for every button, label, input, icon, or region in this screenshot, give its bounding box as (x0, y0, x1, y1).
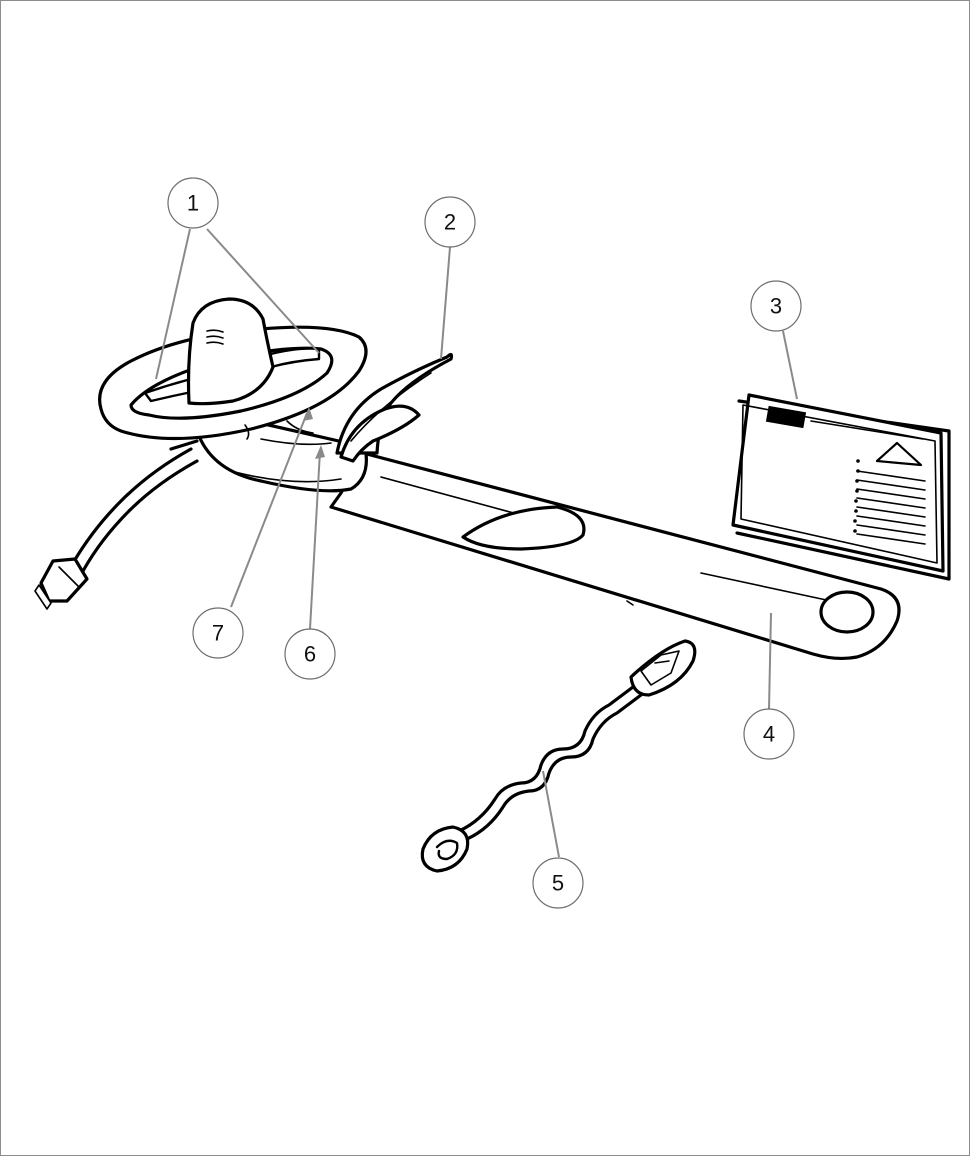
callout-5-label: 5 (552, 871, 564, 896)
callout-3-label: 3 (770, 294, 782, 319)
callout-1-label: 1 (187, 191, 199, 216)
callout-5: 5 (533, 858, 583, 908)
callout-6: 6 (285, 629, 335, 679)
callout-2: 2 (425, 197, 475, 247)
probe-cable-part (422, 641, 695, 871)
callout-2-label: 2 (444, 210, 456, 235)
usb-cable-part (35, 449, 197, 609)
callout-3: 3 (751, 281, 801, 331)
booklet-part (733, 395, 949, 579)
callout-4: 4 (744, 709, 794, 759)
callout-4-label: 4 (763, 722, 775, 747)
callout-7-label: 7 (212, 621, 224, 646)
callout-6-label: 6 (304, 642, 316, 667)
callout-1: 1 (168, 178, 218, 228)
head-part (100, 299, 366, 449)
callout-7: 7 (193, 608, 243, 658)
